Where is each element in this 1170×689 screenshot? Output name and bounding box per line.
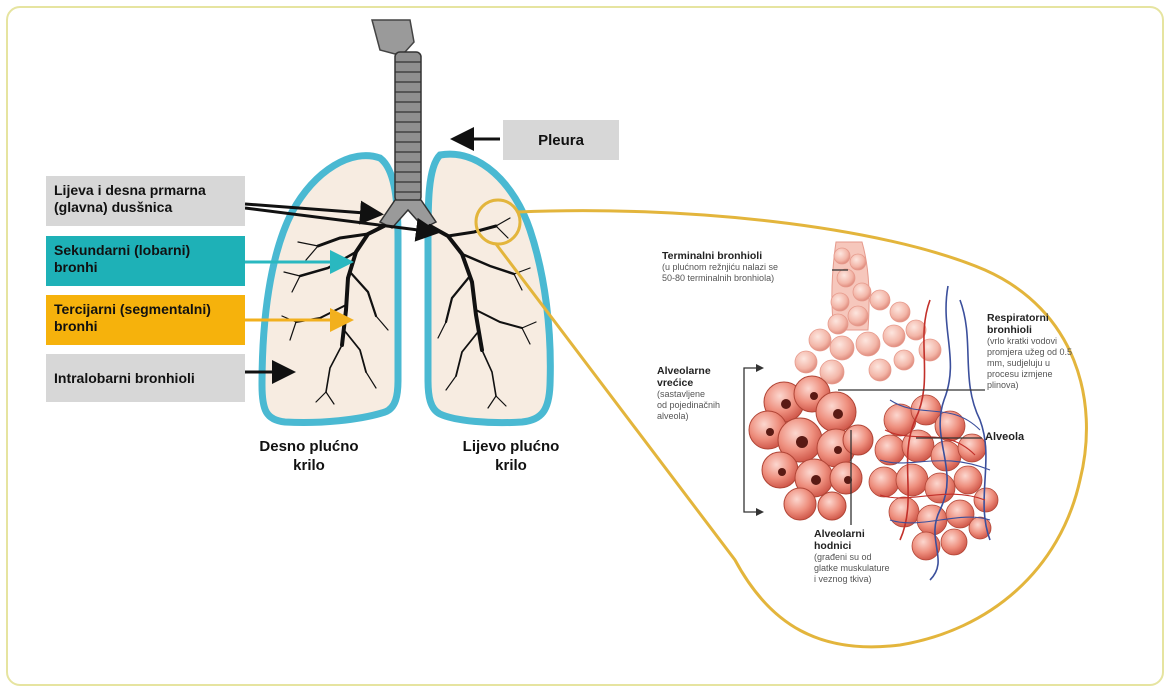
terminal-bronchioles-desc-2: 50-80 terminalnih bronhiola): [662, 273, 832, 284]
alveolar-sacs-desc-3: alveola): [657, 411, 747, 422]
respiratory-bronchioles-desc-4: procesu izmjene: [987, 369, 1097, 380]
alveolar-sacs-desc-2: od pojedinačnih: [657, 400, 747, 411]
respiratory-bronchioles-title-1: Respiratorni: [987, 312, 1097, 324]
terminal-bronchioles-title: Terminalni bronhioli: [662, 250, 832, 262]
alveolar-ducts-desc-1: (građeni su od: [814, 552, 924, 563]
right-lung-caption: Desno plućno krilo: [244, 437, 374, 475]
primary-bronchi-label-line2: (glavna) dusšnica: [54, 199, 237, 216]
left-lung-caption: Lijevo plućno krilo: [446, 437, 576, 475]
respiratory-bronchioles-desc-3: mm, sudjeluju u: [987, 358, 1097, 369]
secondary-bronchi-label-line1: Sekundarni (lobarni): [54, 242, 237, 259]
respiratory-bronchioles-desc-1: (vrlo kratki vodovi: [987, 336, 1097, 347]
left-lung-caption-line2: krilo: [446, 456, 576, 475]
secondary-bronchi-label: Sekundarni (lobarni) bronhi: [46, 236, 245, 286]
tertiary-bronchi-label-line2: bronhi: [54, 318, 237, 335]
intralobar-bronchioles-label: Intralobarni bronhioli: [46, 354, 245, 402]
pleura-label: Pleura: [503, 120, 619, 160]
left-lung-caption-line1: Lijevo plućno: [446, 437, 576, 456]
alveolar-ducts-title-2: hodnici: [814, 540, 924, 552]
respiratory-bronchioles-label: Respiratorni bronhioli (vrlo kratki vodo…: [987, 312, 1097, 391]
right-lung: [262, 156, 398, 423]
tertiary-bronchi-label-line1: Tercijarni (segmentalni): [54, 301, 237, 318]
right-lung-caption-line2: krilo: [244, 456, 374, 475]
primary-bronchi-label-line1: Lijeva i desna prmarna: [54, 182, 237, 199]
respiratory-bronchioles-title-2: bronhioli: [987, 324, 1097, 336]
respiratory-bronchioles-desc-5: plinova): [987, 380, 1097, 391]
alveolar-ducts-title-1: Alveolarni: [814, 528, 924, 540]
primary-bronchi-label: Lijeva i desna prmarna (glavna) dusšnica: [46, 176, 245, 226]
terminal-bronchioles-label: Terminalni bronhioli (u plućnom režnjiću…: [662, 250, 832, 284]
alveolar-sacs-desc-1: (sastavljene: [657, 389, 747, 400]
alveolar-sacs-title-2: vrećice: [657, 377, 747, 389]
secondary-bronchi-label-line2: bronhi: [54, 259, 237, 276]
alveola-label: Alveola: [985, 431, 1024, 443]
tertiary-bronchi-label: Tercijarni (segmentalni) bronhi: [46, 295, 245, 345]
alveolar-sacs-title-1: Alveolarne: [657, 365, 747, 377]
respiratory-bronchioles-desc-2: promjera užeg od 0.5: [987, 347, 1097, 358]
alveolar-sacs-label: Alveolarne vrećice (sastavljene od pojed…: [657, 365, 747, 422]
left-lung: [428, 154, 550, 422]
alveolar-ducts-desc-3: i veznog tkiva): [814, 574, 924, 585]
alveolar-ducts-label: Alveolarni hodnici (građeni su od glatke…: [814, 528, 924, 585]
right-lung-caption-line1: Desno plućno: [244, 437, 374, 456]
terminal-bronchioles-desc-1: (u plućnom režnjiću nalazi se: [662, 262, 832, 273]
alveolar-ducts-desc-2: glatke muskulature: [814, 563, 924, 574]
